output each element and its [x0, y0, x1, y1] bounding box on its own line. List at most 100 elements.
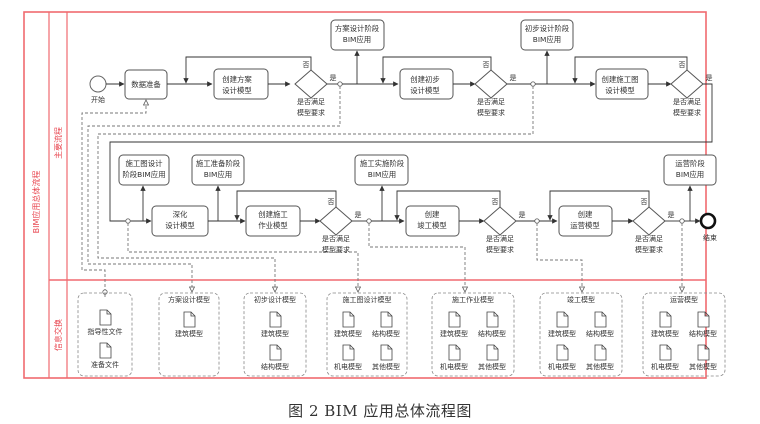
- info-doc-2-0: 建筑模型: [261, 329, 289, 338]
- diagram-labels: BIM应用总体流程 主要流程 信息交换 开始 结束 数据准备 创建方案 设计模型…: [31, 24, 717, 351]
- app-cd-l1: 施工图设计: [126, 159, 164, 168]
- pool-frame: [23, 11, 707, 379]
- pool-label: BIM应用总体流程: [31, 171, 41, 234]
- info-doc-3-3: 其他模型: [372, 362, 400, 371]
- gateway-question-2-l2: 模型要求: [477, 108, 505, 117]
- loop-gw6-no: [547, 190, 650, 221]
- document-icon: [99, 309, 112, 326]
- message-source-3: [125, 218, 131, 224]
- loop-gw5-no: [394, 190, 501, 221]
- gateway-3: [670, 69, 704, 99]
- gateway-no-4: 否: [328, 198, 335, 206]
- lane-label-main: 主要流程: [53, 127, 63, 159]
- info-doc-5-3: 其他模型: [586, 362, 614, 371]
- info-doc-3-1: 结构模型: [372, 329, 400, 338]
- info-group-title-5: 竣工模型: [567, 295, 595, 304]
- document-icon: [697, 344, 710, 361]
- app-ops-box: [663, 154, 717, 186]
- message-source-5: [534, 218, 540, 224]
- task-scheme-model-l1: 创建方案: [222, 75, 252, 84]
- document-icon: [183, 311, 196, 328]
- main-flow: [81, 19, 717, 297]
- msg-asbuilt-model: [536, 223, 582, 292]
- task-asbuilt-l2: 竣工模型: [417, 221, 447, 230]
- info-doc-0-0: 指导性文件: [88, 327, 123, 336]
- info-group-title-2: 初步设计模型: [254, 295, 296, 304]
- app-ops-l1: 运营阶段: [675, 159, 705, 168]
- document-icon: [594, 311, 607, 328]
- gateway-yes-5: 是: [519, 211, 526, 219]
- document-icon: [448, 344, 461, 361]
- task-work-model-l2: 作业模型: [258, 221, 288, 230]
- document-icon: [556, 311, 569, 328]
- msg-docs-to-prep: [81, 100, 146, 297]
- loop-gw3-no: [572, 56, 688, 84]
- gateway-question-5-l1: 是否满足: [486, 234, 514, 243]
- app-constr-l2: BIM应用: [368, 170, 396, 179]
- info-group-title-3: 施工图设计模型: [343, 295, 392, 304]
- gateway-no-5: 否: [492, 198, 499, 206]
- info-doc-6-3: 其他模型: [689, 362, 717, 371]
- message-source-1: [337, 81, 343, 87]
- info-doc-6-2: 机电模型: [651, 362, 679, 371]
- app-cd-l2: 阶段BIM应用: [122, 170, 165, 179]
- gateway-question-3-l2: 模型要求: [673, 108, 701, 117]
- task-prelim-model-l1: 创建初步: [410, 75, 440, 84]
- gateway-yes-2: 是: [510, 74, 517, 82]
- loop-gw2-no: [380, 56, 492, 84]
- gateway-5: [483, 206, 517, 236]
- task-prelim-model-l2: 设计模型: [410, 86, 440, 95]
- lane-label-info: 信息交换: [53, 319, 63, 351]
- msg-work-model: [368, 223, 465, 292]
- app-scheme-box: [330, 19, 385, 51]
- task-work-model-l1: 创建施工: [258, 210, 288, 219]
- info-doc-5-0: 建筑模型: [548, 329, 576, 338]
- message-target-docs: [102, 289, 108, 295]
- start-label: 开始: [91, 95, 105, 104]
- info-doc-6-1: 结构模型: [689, 329, 717, 338]
- document-icon: [594, 344, 607, 361]
- app-ops-l2: BIM应用: [676, 170, 704, 179]
- gateway-question-3-l1: 是否满足: [673, 97, 701, 106]
- document-icon: [269, 311, 282, 328]
- task-ops-model-l1: 创建: [578, 210, 593, 219]
- info-doc-6-0: 建筑模型: [651, 329, 679, 338]
- info-group-title-4: 施工作业模型: [452, 295, 494, 304]
- pool-border: [23, 11, 707, 379]
- document-icon: [697, 311, 710, 328]
- end-label: 结束: [703, 233, 717, 242]
- info-group-2: [243, 292, 307, 377]
- gateway-question-4-l2: 模型要求: [322, 245, 350, 254]
- loop-gw1-no: [183, 56, 312, 84]
- gateway-yes-4: 是: [355, 211, 362, 219]
- document-icon: [486, 311, 499, 328]
- info-doc-4-0: 建筑模型: [440, 329, 468, 338]
- info-group-5: [539, 292, 623, 377]
- info-doc-3-2: 机电模型: [334, 362, 362, 371]
- gateway-question-6-l1: 是否满足: [635, 234, 663, 243]
- info-doc-5-1: 结构模型: [586, 329, 614, 338]
- task-scheme-model-l2: 设计模型: [222, 86, 252, 95]
- info-doc-4-1: 结构模型: [478, 329, 506, 338]
- gateway-yes-3: 是: [706, 74, 713, 82]
- app-scheme-l1: 方案设计阶段: [335, 24, 380, 33]
- document-icon: [659, 344, 672, 361]
- message-source-6: [679, 218, 685, 224]
- info-group-4: [431, 292, 515, 377]
- app-scheme-l2: BIM应用: [343, 35, 371, 44]
- info-group-1: [158, 292, 220, 377]
- info-doc-3-0: 建筑模型: [334, 329, 362, 338]
- start-event: [89, 75, 107, 93]
- app-constr-l1: 施工实施阶段: [360, 159, 405, 168]
- app-prep-l1: 施工准备阶段: [196, 159, 241, 168]
- task-data-prep: 数据准备: [131, 80, 161, 89]
- app-prep-l2: BIM应用: [204, 170, 232, 179]
- info-doc-0-1: 准备文件: [91, 360, 119, 369]
- document-icon: [342, 344, 355, 361]
- app-cd-box: [118, 154, 170, 186]
- info-exchange: [77, 292, 726, 377]
- gateway-no-3: 否: [679, 61, 686, 69]
- gateway-question-6-l2: 模型要求: [635, 245, 663, 254]
- gateway-labels: 是否满足模型要求否是是否满足模型要求否是是否满足模型要求否是是否满足模型要求否是…: [297, 61, 713, 254]
- app-prelim-l1: 初步设计阶段: [525, 24, 570, 33]
